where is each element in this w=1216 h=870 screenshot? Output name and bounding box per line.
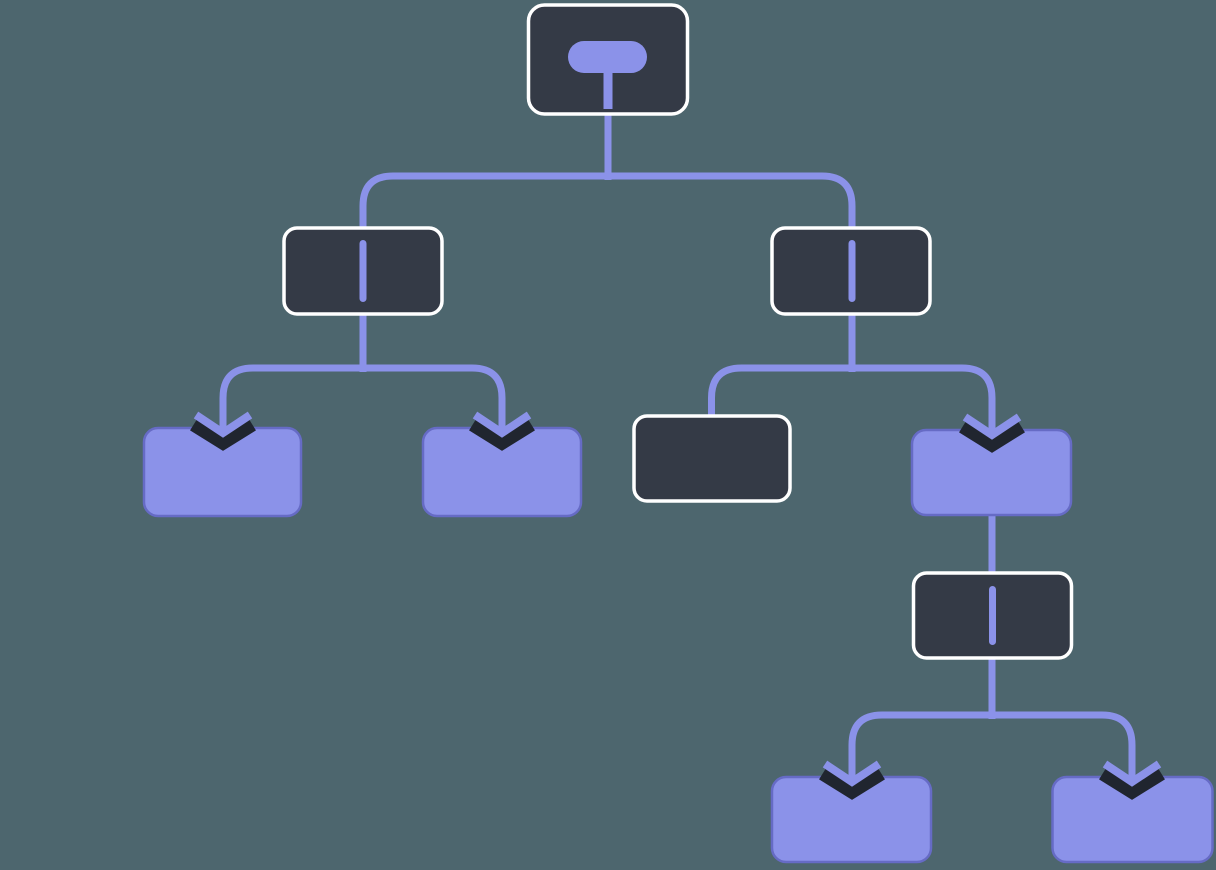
connector-left-branch	[219, 364, 506, 430]
node-layer	[142, 3, 1214, 864]
arrow-down-icon	[1103, 749, 1161, 791]
arrow-down-icon	[473, 400, 531, 442]
arrow-down-icon	[823, 749, 881, 791]
connector-right-branch	[708, 364, 996, 432]
node-icon-layer	[359, 41, 996, 645]
node-plain[interactable]	[632, 414, 792, 503]
pill-shape	[568, 41, 647, 73]
pill-stem	[603, 70, 613, 109]
pill-with-stem-icon	[568, 41, 647, 109]
connector-bottom-branch	[848, 711, 1136, 779]
connector-layer	[219, 113, 1136, 779]
vertical-line-icon	[359, 240, 367, 302]
vertical-line-icon	[989, 586, 996, 645]
arrow-down-icon	[963, 402, 1021, 444]
vertical-line-icon	[848, 240, 856, 302]
connector-top-branch	[359, 172, 856, 232]
arrow-down-icon	[194, 400, 252, 442]
